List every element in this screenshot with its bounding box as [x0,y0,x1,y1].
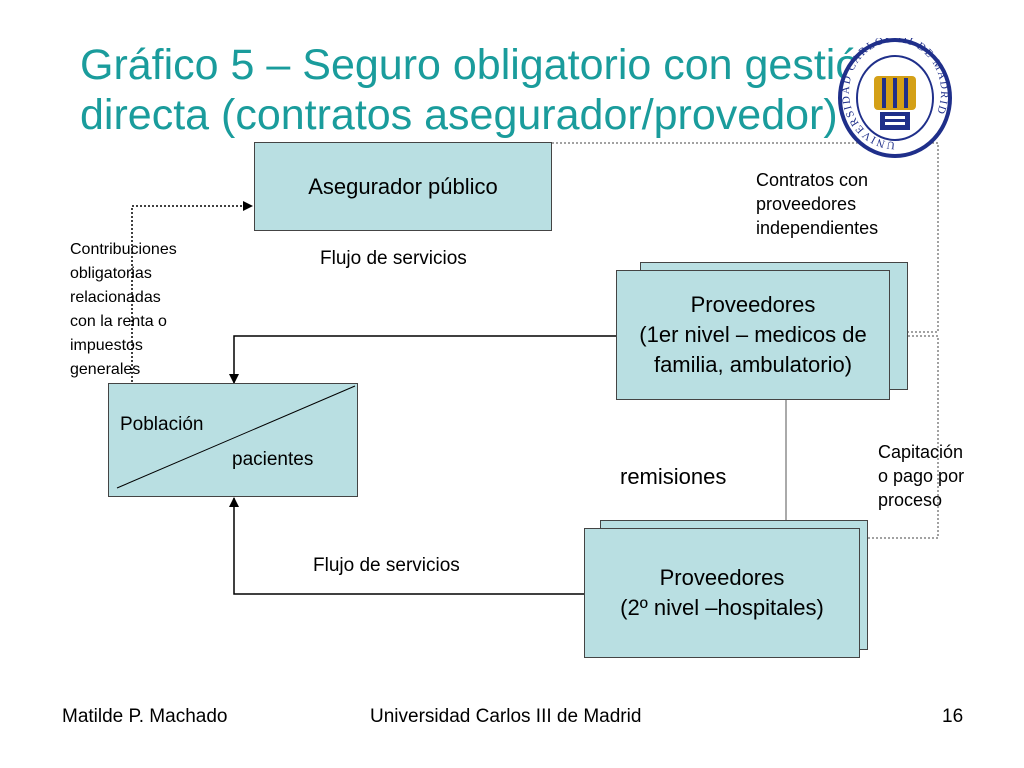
contracts-line [552,142,939,333]
footer-author: Matilde P. Machado [62,706,228,727]
public-insurer-box: Asegurador público [254,142,552,231]
contracts-note: Contratos con proveedores independientes [756,170,879,238]
public-insurer-label: Asegurador público [308,173,498,199]
primary-providers-label-1: Proveedores [690,292,816,317]
referrals-label: remisiones [620,464,727,489]
primary-providers-label-3: familia, ambulatorio) [653,352,853,377]
primary-providers-label-2: (1er nivel – medicos de [639,322,867,347]
slide-title-line-1: Gráfico 5 – Seguro obligatorio con gesti… [80,41,884,89]
contributions-note: Contribuciones obligatorias relacionadas… [70,241,177,378]
slide-title-line-2: directa (contratos asegurador/provedor) [80,91,838,139]
population-box: Población pacientes [108,383,358,497]
patients-label: pacientes [232,449,314,470]
population-diagonal [116,385,356,489]
secondary-providers-label-2: (2º nivel –hospitales) [620,595,824,620]
secondary-providers-box: Proveedores (2º nivel –hospitales) [584,528,860,658]
services-flow-bottom-arrow [229,497,584,595]
services-flow-top-label: Flujo de servicios [320,248,467,269]
contributions-arrow [131,201,253,390]
footer-page-number: 16 [942,706,964,727]
capitation-note: Capitación o pago por proceso [878,442,965,510]
footer-institution: Universidad Carlos III de Madrid [370,706,642,727]
secondary-providers-label-1: Proveedores [659,565,785,590]
university-seal-logo: UNIVERSIDAD CARLOS III DE MADRID [838,38,952,158]
primary-providers-box: Proveedores (1er nivel – medicos de fami… [616,270,890,400]
slide-title: Gráfico 5 – Seguro obligatorio con gesti… [80,40,940,140]
services-flow-bottom-label: Flujo de servicios [313,555,460,576]
population-label: Población [120,414,204,435]
services-flow-top-arrow [229,335,616,384]
